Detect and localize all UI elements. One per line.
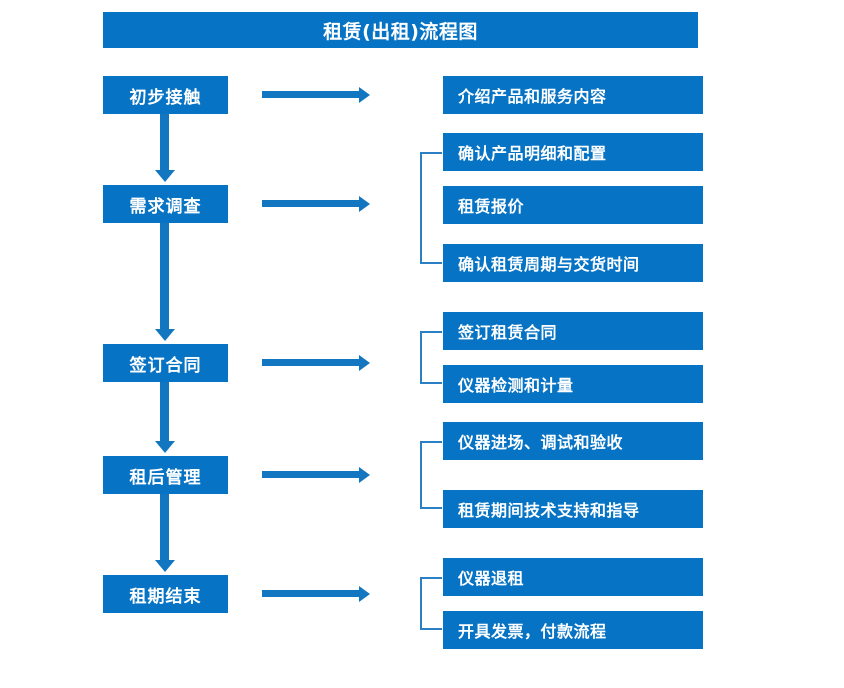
horizontal-arrow-2 xyxy=(262,200,360,207)
horizontal-arrow-4 xyxy=(262,471,360,478)
detail-box-instrument-return[interactable]: 仪器退租 xyxy=(443,558,703,596)
detail-box-rental-quote[interactable]: 租赁报价 xyxy=(443,186,703,224)
detail-box-confirm-period[interactable]: 确认租赁周期与交货时间 xyxy=(443,244,703,282)
vertical-arrow-2 xyxy=(160,223,169,330)
stage-box-lease-end[interactable]: 租期结束 xyxy=(103,575,228,613)
detail-box-sign-rental-contract[interactable]: 签订租赁合同 xyxy=(443,312,703,350)
stage-box-needs-survey[interactable]: 需求调查 xyxy=(103,185,228,223)
detail-box-instrument-delivery[interactable]: 仪器进场、调试和验收 xyxy=(443,422,703,460)
horizontal-arrow-1 xyxy=(262,91,360,98)
stage-box-sign-contract[interactable]: 签订合同 xyxy=(103,344,228,382)
group-bracket-sign-contract xyxy=(420,331,442,384)
stage-box-initial-contact[interactable]: 初步接触 xyxy=(103,76,228,114)
vertical-arrow-1 xyxy=(160,114,169,171)
horizontal-arrow-3 xyxy=(262,359,360,366)
vertical-arrow-4 xyxy=(160,494,169,561)
group-bracket-needs-survey xyxy=(420,152,442,264)
page-title: 租赁(出租)流程图 xyxy=(103,12,698,48)
group-bracket-post-rental-mgmt xyxy=(420,441,442,509)
detail-box-confirm-specs[interactable]: 确认产品明细和配置 xyxy=(443,133,703,171)
detail-box-instrument-testing[interactable]: 仪器检测和计量 xyxy=(443,365,703,403)
stage-box-post-rental-mgmt[interactable]: 租后管理 xyxy=(103,456,228,494)
detail-box-introduce-products[interactable]: 介绍产品和服务内容 xyxy=(443,76,703,114)
detail-box-technical-support[interactable]: 租赁期间技术支持和指导 xyxy=(443,490,703,528)
vertical-arrow-3 xyxy=(160,382,169,442)
detail-box-invoice-payment[interactable]: 开具发票，付款流程 xyxy=(443,611,703,649)
horizontal-arrow-5 xyxy=(262,590,360,597)
group-bracket-lease-end xyxy=(420,577,442,630)
